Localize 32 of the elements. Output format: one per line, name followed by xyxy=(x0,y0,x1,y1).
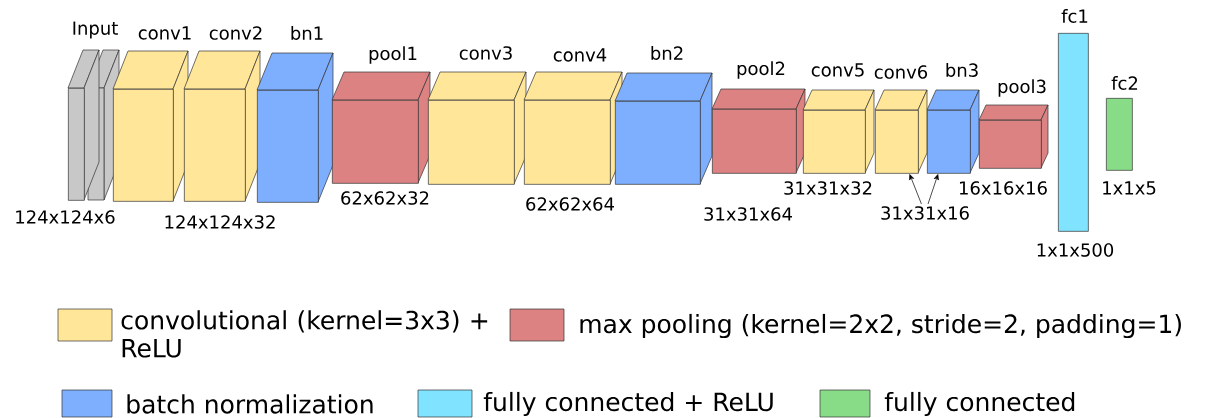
layer-label: bn1 xyxy=(291,26,323,40)
layer-label: fc2 xyxy=(1111,76,1138,90)
layer-label: conv1 xyxy=(138,26,191,40)
layer-label: pool2 xyxy=(737,61,785,79)
dimension-label: 62x62x64 xyxy=(526,197,614,211)
layer-label: bn2 xyxy=(651,46,683,60)
legend-label: fully connected + ReLU xyxy=(483,391,773,417)
dimension-label: 31x31x32 xyxy=(784,181,872,195)
layer-label: pool3 xyxy=(998,79,1046,97)
layer-label: pool1 xyxy=(369,46,417,64)
legend-label: convolutional (kernel=3x3) + ReLU xyxy=(121,310,488,358)
layer-label: Input xyxy=(73,21,118,39)
layer-label: conv2 xyxy=(209,26,262,40)
layer-label: conv3 xyxy=(459,46,512,60)
dimension-label: 31x31x16 xyxy=(881,206,969,220)
dimension-label: 31x31x64 xyxy=(704,207,792,221)
dimension-label: 124x124x32 xyxy=(165,215,275,229)
layer-label: conv5 xyxy=(811,63,864,77)
dimension-label: 1x1x5 xyxy=(1103,181,1156,195)
legend-label: batch normalization xyxy=(127,394,373,414)
layer-label: fc1 xyxy=(1061,9,1088,23)
leader-line xyxy=(909,174,922,205)
dimension-label: 124x124x6 xyxy=(16,210,115,224)
layer-label: bn3 xyxy=(946,63,978,77)
legend-label: fully connected xyxy=(884,391,1075,417)
layer-label: conv4 xyxy=(553,48,607,62)
leader-line xyxy=(927,174,939,205)
legend-label: max pooling (kernel=2x2, stride=2, padding=1) xyxy=(580,313,1181,339)
dimension-label: 1x1x500 xyxy=(1037,243,1114,257)
layer-label: conv6 xyxy=(874,65,928,79)
dimension-label: 16x16x16 xyxy=(960,181,1047,195)
dimension-label: 62x62x32 xyxy=(341,191,429,205)
